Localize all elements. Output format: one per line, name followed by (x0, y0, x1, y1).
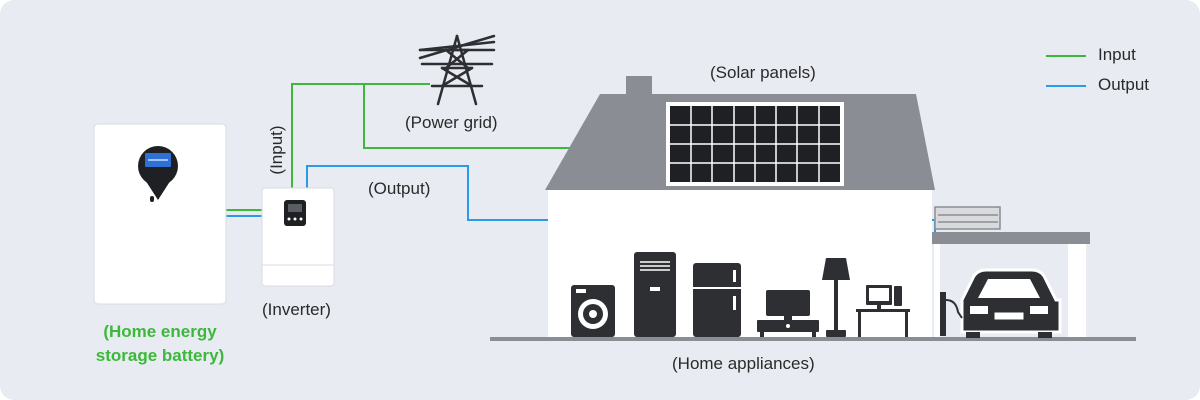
input-lines (226, 83, 662, 211)
floor-lamp-icon (822, 258, 850, 337)
home-appliances-label: (Home appliances) (672, 354, 815, 373)
inverter-label: (Inverter) (262, 300, 331, 319)
ground-line (490, 337, 1136, 341)
air-conditioner-icon (634, 252, 676, 337)
battery-label-line1: (Home energy (103, 322, 217, 341)
washing-machine-icon (571, 285, 615, 337)
output-label: (Output) (368, 179, 431, 198)
solar-panels-label: (Solar panels) (710, 63, 816, 82)
refrigerator-icon (693, 263, 741, 337)
input-label: (Input) (267, 125, 286, 175)
garage-roof-top (934, 206, 1001, 230)
computer-icon (856, 285, 910, 337)
battery-label: (Home energy storage battery) (70, 320, 250, 368)
battery-icon (93, 123, 227, 305)
car-icon (940, 268, 1062, 338)
legend-input-label: Input (1098, 45, 1136, 64)
power-grid-label: (Power grid) (405, 113, 498, 132)
input-line-solar (363, 84, 662, 149)
input-line-grid-to-inverter (291, 83, 430, 190)
legend-input-line (1046, 55, 1086, 57)
legend-output-label: Output (1098, 75, 1150, 94)
solar-panel-icon (666, 102, 844, 186)
garage-wall-left (934, 244, 940, 338)
tv-icon (757, 290, 819, 337)
battery-label-line2: storage battery) (95, 346, 225, 365)
legend-output-line (1046, 85, 1086, 87)
garage-roof (932, 232, 1090, 244)
inverter-icon (261, 187, 335, 287)
power-tower-icon (418, 34, 496, 106)
garage-wall-right (1068, 244, 1086, 338)
